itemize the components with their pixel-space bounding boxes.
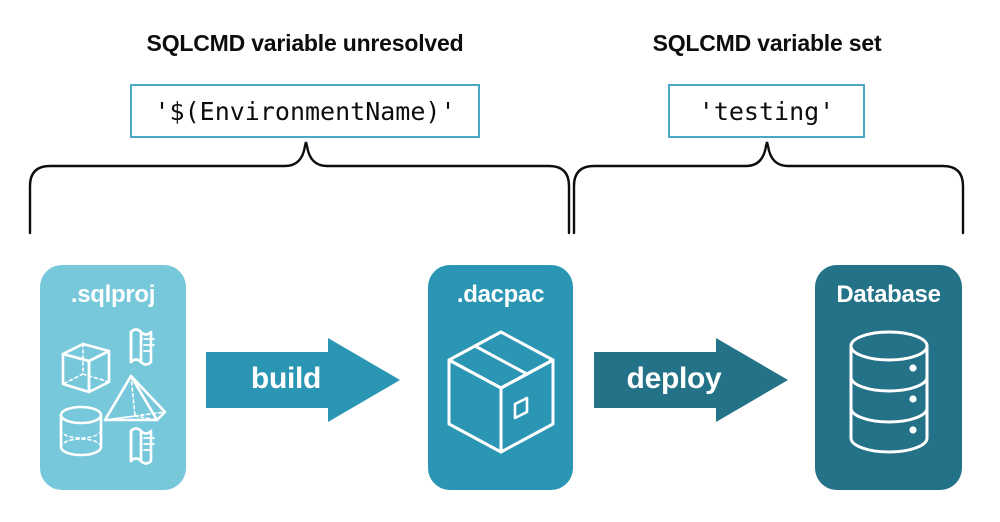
stage-label-dacpac: .dacpac [456,281,545,308]
stage-label-sqlproj: .sqlproj [70,281,156,308]
stage-box-sqlproj: .sqlproj [40,265,186,490]
database-cylinder-icon [815,320,962,485]
heading-sqlcmd-variable-unresolved: SQLCMD variable unresolved [146,30,464,56]
stage-box-database: Database [815,265,962,490]
code-box-testing-value: 'testing' [668,84,865,138]
stage-box-dacpac: .dacpac [428,265,573,490]
brace-left [28,141,571,235]
project-shapes-icon [40,320,186,485]
heading-sqlcmd-variable-set: SQLCMD variable set [652,30,882,56]
code-box-environment-name: '$(EnvironmentName)' [130,84,480,138]
package-box-icon [428,320,573,485]
arrow-deploy-label: deploy [626,362,722,395]
arrow-build [206,338,400,422]
brace-right [572,141,965,235]
arrow-build-label: build [250,362,322,395]
arrow-deploy [594,338,788,422]
stage-label-database: Database [836,281,941,308]
